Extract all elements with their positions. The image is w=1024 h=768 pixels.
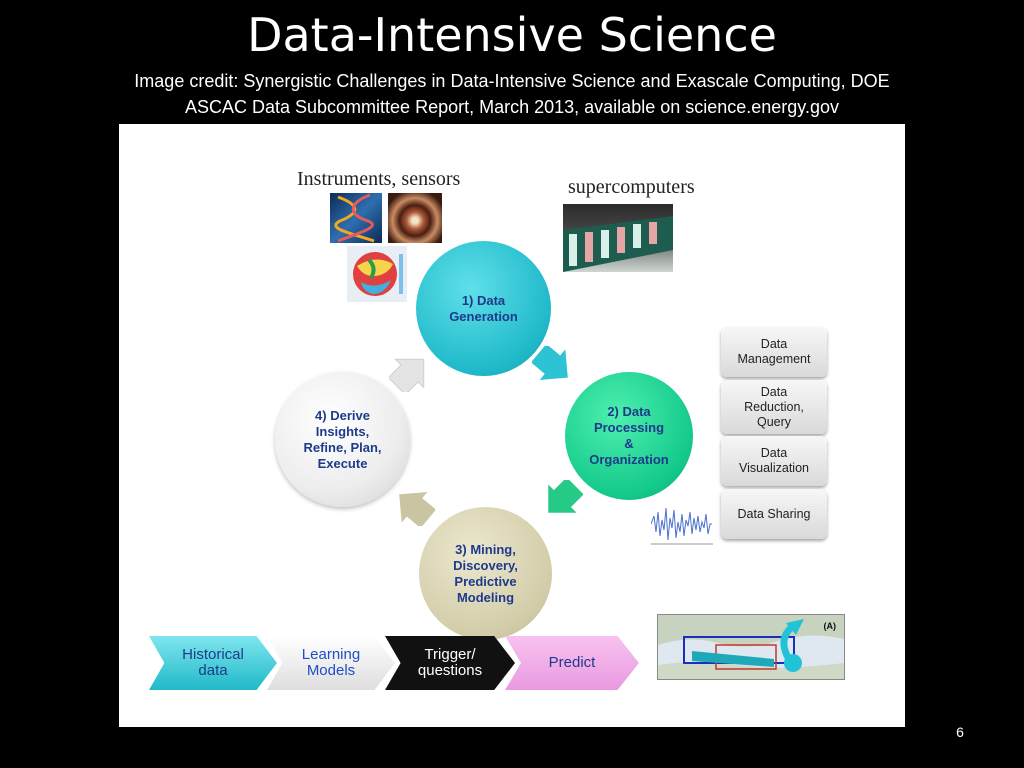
derive-insights-line-3: Refine, Plan, (303, 439, 382, 455)
arrow-processing-to-mining-icon (548, 480, 583, 513)
predict-chevron: Predict (505, 636, 639, 690)
mining-discovery-line-1: 3) Mining, (455, 541, 516, 557)
slide-number: 6 (956, 724, 964, 740)
data-generation-circle: 1) Data Generation (416, 241, 551, 376)
earth-model-image (347, 246, 407, 302)
learning-models-line-2: Models (306, 662, 356, 679)
data-management-box: Data Management (721, 327, 827, 377)
learning-models-line-1: Learning (301, 646, 361, 663)
data-reduction-line-2: Reduction, (744, 399, 804, 414)
dna-helix-image (330, 193, 382, 243)
data-sharing-label: Data Sharing (737, 506, 811, 521)
arrow-insights-to-generation-icon (389, 358, 425, 392)
derive-insights-circle: 4) Derive Insights, Refine, Plan, Execut… (275, 372, 410, 507)
data-visualization-box: Data Visualization (721, 436, 827, 486)
mining-discovery-line-3: Predictive (454, 573, 517, 589)
historical-data-line-2: data (198, 662, 228, 679)
data-processing-circle: 2) Data Processing & Organization (565, 372, 693, 500)
derive-insights-line-2: Insights, (315, 423, 370, 439)
trigger-questions-line-1: Trigger/ (424, 646, 476, 663)
data-processing-line-1: 2) Data (607, 404, 651, 419)
image-credit-line-1: Image credit: Synergistic Challenges in … (134, 71, 890, 91)
waveform-graphic (651, 507, 713, 545)
data-visualization-line-1: Data (760, 446, 788, 460)
mining-discovery-circle: 3) Mining, Discovery, Predictive Modelin… (419, 507, 552, 640)
data-visualization-line-2: Visualization (739, 461, 809, 475)
data-management-line-1: Data (760, 337, 788, 351)
historical-data-line-1: Historical (182, 646, 244, 663)
image-credit-line-2: ASCAC Data Subcommittee Report, March 20… (184, 97, 839, 117)
mining-discovery-line-4: Modeling (456, 589, 515, 605)
map-panel-label: (A) (823, 621, 837, 631)
instruments-sensors-label: Instruments, sensors (297, 168, 461, 190)
diagram-canvas: Instruments, sensors supercomputers (119, 124, 905, 727)
data-generation-line-2: Generation (449, 308, 518, 324)
data-reduction-line-1: Data (760, 384, 788, 399)
learning-models-chevron: Learning Models (267, 636, 395, 690)
arrow-mining-to-insights-icon (399, 491, 435, 526)
derive-insights-line-4: Execute (317, 455, 368, 471)
data-processing-line-4: Organization (589, 452, 669, 467)
data-sharing-box: Data Sharing (721, 489, 827, 539)
image-credit: Image credit: Synergistic Challenges in … (70, 68, 954, 120)
supercomputer-racks-image (563, 204, 673, 272)
trigger-questions-chevron: Trigger/ questions (385, 636, 515, 690)
historical-data-chevron: Historical data (149, 636, 277, 690)
data-reduction-line-3: Query (756, 414, 792, 429)
arrow-generation-to-processing-icon (532, 346, 568, 381)
predict-label: Predict (548, 654, 596, 671)
trigger-questions-line-2: questions (417, 662, 483, 679)
mining-discovery-line-2: Discovery, (453, 557, 518, 573)
particle-detector-image (388, 193, 442, 243)
map-graphic: (A) (657, 614, 845, 680)
data-management-line-2: Management (737, 352, 811, 366)
data-processing-line-2: Processing (593, 420, 665, 435)
data-reduction-query-box: Data Reduction, Query (721, 380, 827, 434)
data-generation-line-1: 1) Data (461, 292, 506, 308)
derive-insights-line-1: 4) Derive (315, 407, 370, 423)
supercomputers-label: supercomputers (568, 176, 695, 198)
slide-title: Data-Intensive Science (247, 8, 777, 62)
data-processing-line-3: & (624, 436, 634, 451)
